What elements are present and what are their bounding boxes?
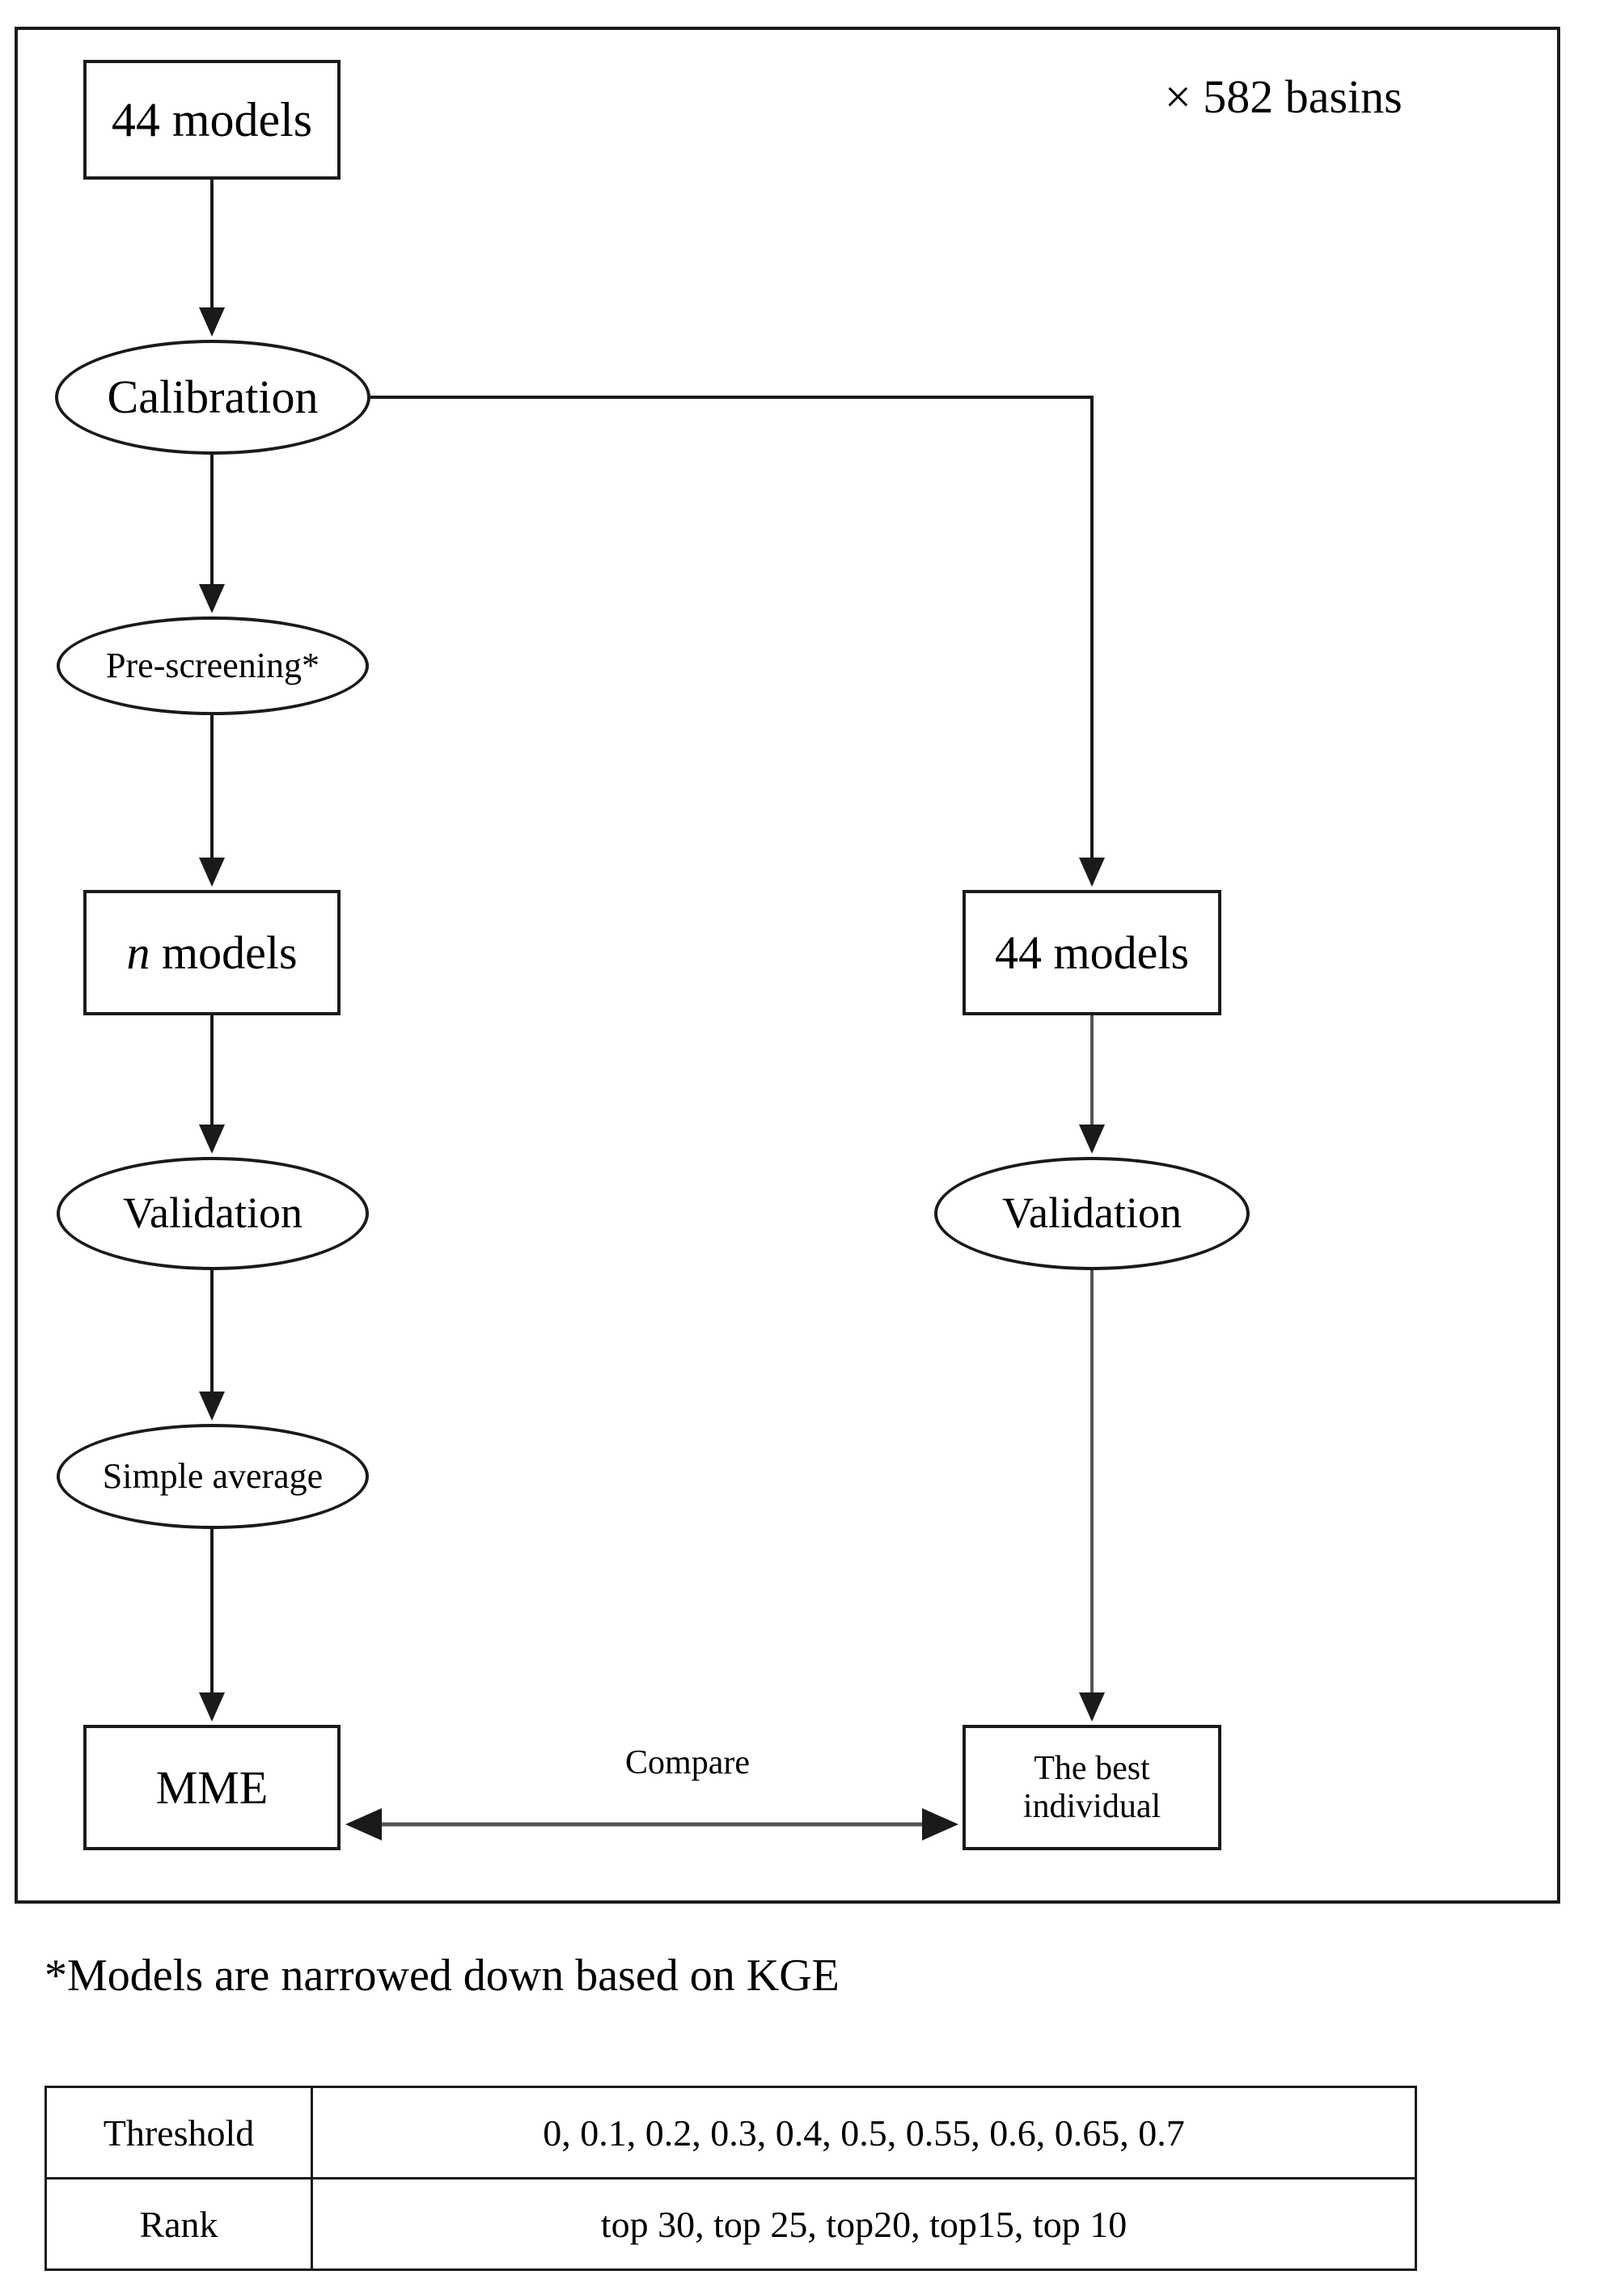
node-label: n models	[126, 926, 298, 979]
row-header-threshold: Threshold	[44, 2086, 313, 2180]
row-value-threshold: 0, 0.1, 0.2, 0.3, 0.4, 0.5, 0.55, 0.6, 0…	[311, 2086, 1417, 2180]
node-validation-left[interactable]: Validation	[57, 1157, 369, 1270]
node-mme[interactable]: MME	[83, 1725, 341, 1850]
node-44-models-right[interactable]: 44 models	[963, 890, 1221, 1015]
node-label: Calibration	[107, 371, 319, 424]
row-header-rank: Rank	[44, 2177, 313, 2271]
node-best-individual[interactable]: The best individual	[963, 1725, 1221, 1850]
node-pre-screening[interactable]: Pre-screening*	[57, 616, 369, 715]
node-label: 44 models	[111, 93, 313, 146]
kge-criteria-table: Threshold 0, 0.1, 0.2, 0.3, 0.4, 0.5, 0.…	[44, 2086, 1417, 2271]
node-label: Validation	[123, 1188, 303, 1238]
table-body: Threshold 0, 0.1, 0.2, 0.3, 0.4, 0.5, 0.…	[44, 2086, 1417, 2271]
row-value-rank: top 30, top 25, top20, top15, top 10	[311, 2177, 1417, 2271]
node-validation-right[interactable]: Validation	[934, 1157, 1250, 1270]
compare-edge-label: Compare	[625, 1744, 750, 1781]
table-row: Threshold 0, 0.1, 0.2, 0.3, 0.4, 0.5, 0.…	[44, 2086, 1417, 2180]
basins-multiplier-label: × 582 basins	[1165, 70, 1403, 123]
node-label: 44 models	[994, 926, 1190, 979]
node-calibration[interactable]: Calibration	[55, 340, 370, 455]
node-44-models-top[interactable]: 44 models	[83, 60, 341, 180]
node-label: MME	[155, 1760, 269, 1814]
node-label-suffix: models	[150, 926, 298, 979]
node-label: Pre-screening*	[106, 645, 319, 685]
node-label: Simple average	[102, 1455, 324, 1496]
node-label: The best individual	[1022, 1750, 1161, 1825]
node-label-variable: n	[126, 926, 150, 979]
node-label: Validation	[1002, 1188, 1182, 1238]
node-n-models[interactable]: n models	[83, 890, 341, 1015]
footnote-text: *Models are narrowed down based on KGE	[44, 1951, 840, 2001]
node-simple-average[interactable]: Simple average	[57, 1424, 369, 1529]
table-row: Rank top 30, top 25, top20, top15, top 1…	[44, 2177, 1417, 2271]
